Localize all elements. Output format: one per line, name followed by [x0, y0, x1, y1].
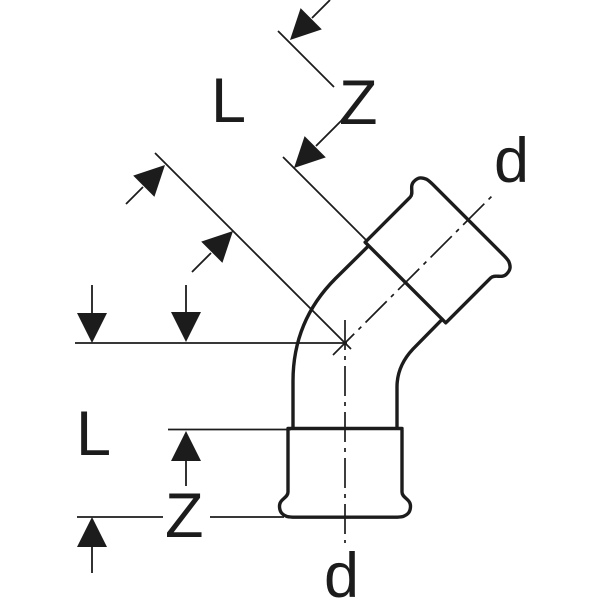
upper-diameter-label: d [494, 126, 529, 196]
fitting-outline [277, 171, 517, 519]
arrow-tail [125, 186, 144, 205]
arrow-tail [315, 119, 343, 147]
upper-length-label: L [211, 66, 246, 136]
upper-offset-label: Z [339, 68, 377, 138]
arrowhead-up [77, 517, 107, 547]
arrowhead-down [77, 313, 107, 343]
upper-socket-centerline [332, 194, 494, 356]
upper-shoulder-witness-line [282, 156, 367, 241]
bend-outer-wall [291, 244, 370, 430]
lower-length-label: L [76, 399, 111, 469]
lower-offset-label: Z [165, 481, 203, 551]
dimension-labels: L Z d L Z d [76, 66, 529, 600]
arrowhead-up [171, 431, 201, 461]
bend-inner-wall [395, 317, 444, 430]
centerlines [332, 194, 494, 543]
arrowhead-down [171, 312, 201, 342]
lower-diameter-label: d [324, 541, 359, 600]
center-witness-line-diagonal [154, 152, 352, 350]
arrow-tail [311, 0, 331, 19]
upper-mouth-witness-line [277, 30, 335, 88]
arrow-tail [191, 252, 212, 273]
dimension-lines [75, 0, 367, 573]
